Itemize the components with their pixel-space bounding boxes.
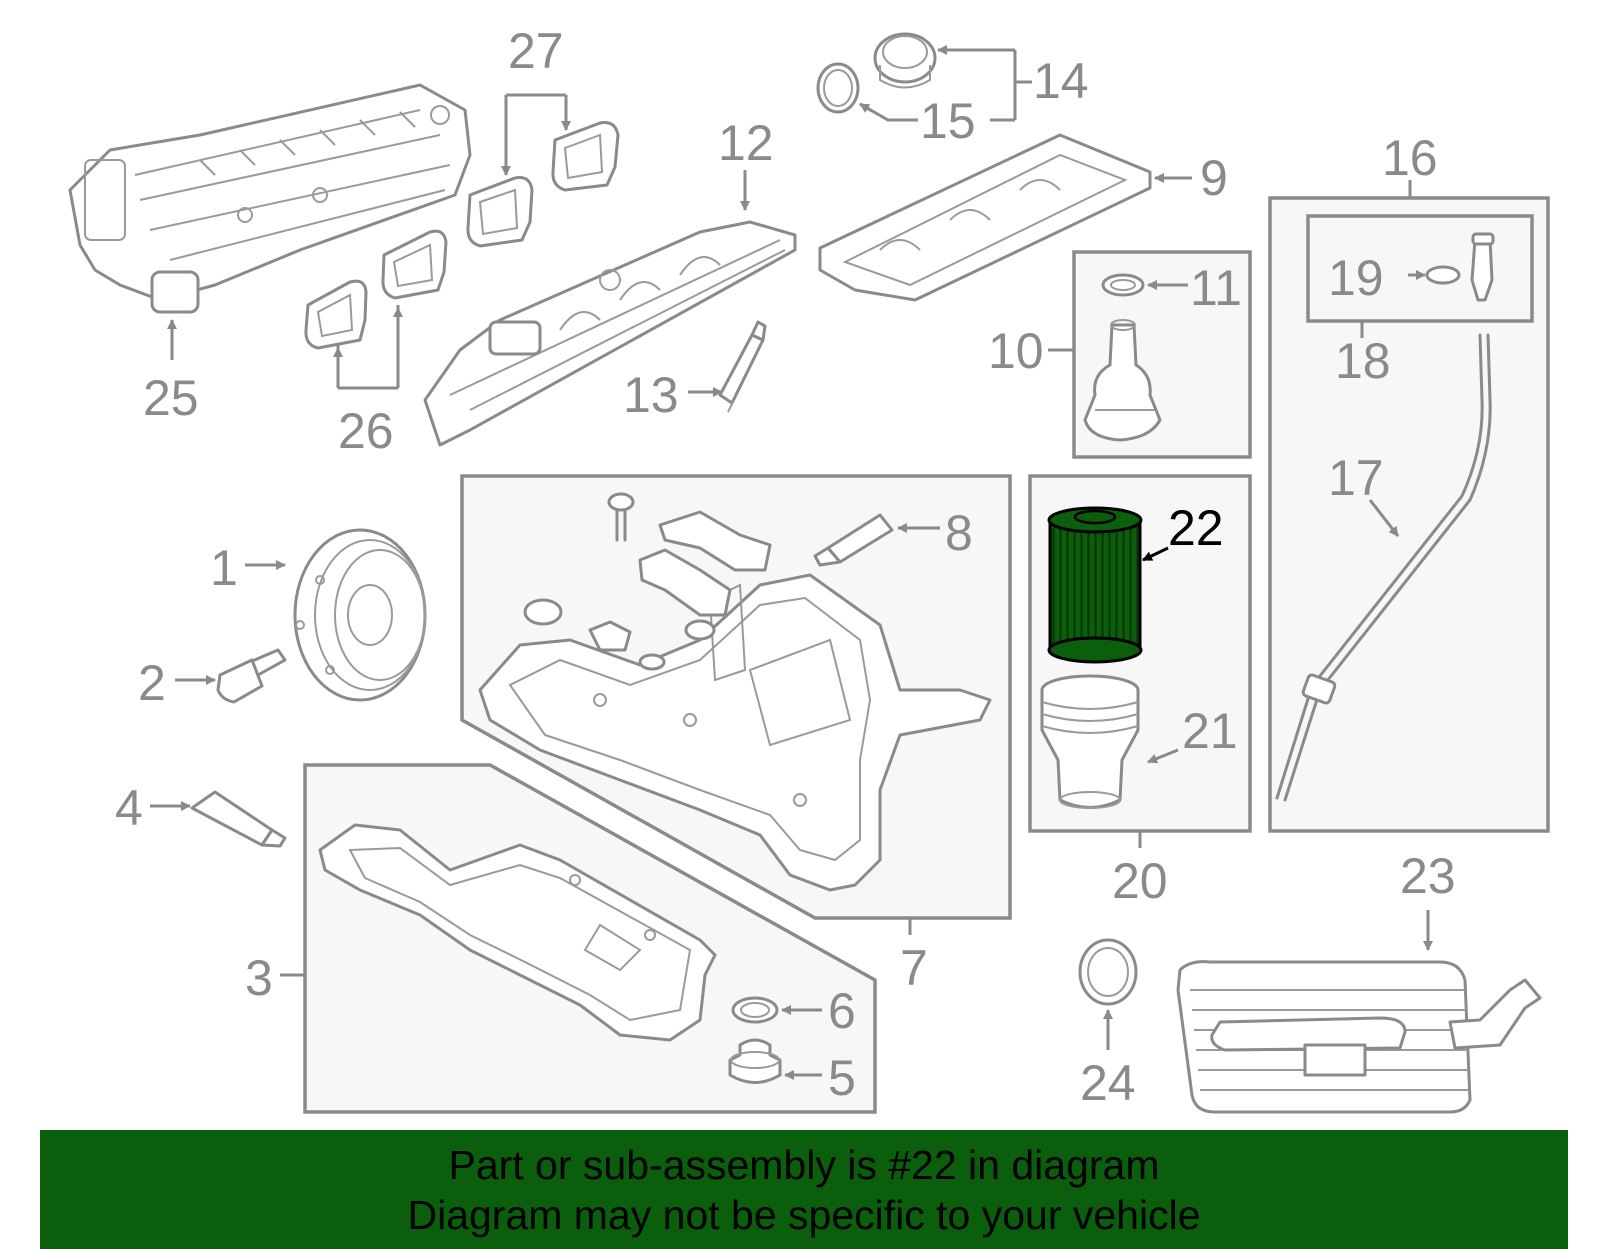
callout-11: 11 xyxy=(1190,260,1242,316)
callout-26: 26 xyxy=(338,403,394,459)
oil-filler-cap-part xyxy=(873,32,937,89)
callout-1: 1 xyxy=(210,540,238,596)
callout-20: 20 xyxy=(1112,853,1168,909)
sealant-tube-8-part xyxy=(813,513,894,567)
upper-oil-pan-seals-part xyxy=(523,510,772,671)
callout-13: 13 xyxy=(623,367,679,423)
callout-3: 3 xyxy=(245,950,273,1006)
sealant-tube-13-part xyxy=(718,320,767,413)
oil-separator-part xyxy=(1083,273,1162,442)
intake-gasket-27-part xyxy=(466,121,620,248)
callout-19: 19 xyxy=(1328,250,1384,306)
callout-18: 18 xyxy=(1335,333,1391,389)
oil-filter-cap-part xyxy=(1040,674,1140,809)
upper-oil-pan-bolt-part xyxy=(607,492,635,542)
pulley-bolt-part xyxy=(216,648,287,704)
leader-21 xyxy=(1147,748,1179,764)
intake-gasket-26-part xyxy=(304,229,448,350)
callout-24: 24 xyxy=(1080,1055,1136,1111)
sealant-tube-4-part xyxy=(190,790,287,848)
callout-17: 17 xyxy=(1328,450,1384,506)
callout-4: 4 xyxy=(115,780,143,836)
callout-16: 16 xyxy=(1382,130,1438,186)
callout-27: 27 xyxy=(508,23,564,79)
callout-25: 25 xyxy=(143,370,199,426)
filler-cap-seal-part xyxy=(816,62,860,114)
leader-22 xyxy=(1142,546,1169,562)
callout-23: 23 xyxy=(1400,848,1456,904)
drain-plug-part xyxy=(728,1038,782,1084)
info-banner: Part or sub-assembly is #22 in diagram D… xyxy=(40,1130,1568,1249)
drain-plug-seal-part xyxy=(731,996,779,1024)
dipstick-tube-part xyxy=(1275,333,1492,802)
callout-21: 21 xyxy=(1182,703,1238,759)
valve-cover-gasket-part xyxy=(818,133,1152,302)
callout-5: 5 xyxy=(828,1050,856,1106)
dipstick-sub-box xyxy=(1306,214,1534,323)
callout-9: 9 xyxy=(1200,150,1228,206)
callout-10: 10 xyxy=(988,323,1044,379)
callout-8: 8 xyxy=(945,505,973,561)
dipstick-seal-and-plug-part xyxy=(1425,232,1495,302)
callout-15: 15 xyxy=(920,93,976,149)
banner-part-line: Part or sub-assembly is #22 in diagram xyxy=(448,1141,1160,1188)
callout-22: 22 xyxy=(1168,500,1224,556)
banner-disclaimer-line: Diagram may not be specific to your vehi… xyxy=(407,1191,1201,1238)
callout-6: 6 xyxy=(828,983,856,1039)
leader-15 xyxy=(859,102,918,122)
oil-cooler-part xyxy=(1176,960,1542,1114)
intake-manifold-part xyxy=(68,83,472,314)
callout-14: 14 xyxy=(1033,53,1089,109)
leader-17 xyxy=(1368,499,1400,537)
callout-12: 12 xyxy=(718,115,774,171)
valve-cover-part xyxy=(423,220,797,447)
oil-filter-element-part[interactable] xyxy=(1047,506,1143,664)
crankshaft-pulley-part xyxy=(293,528,427,702)
callout-7: 7 xyxy=(900,940,928,996)
oil-cooler-seal-part xyxy=(1078,938,1138,1006)
leader-14 xyxy=(940,48,1032,122)
lower-oil-pan-part xyxy=(318,823,717,1042)
callout-2: 2 xyxy=(138,655,166,711)
